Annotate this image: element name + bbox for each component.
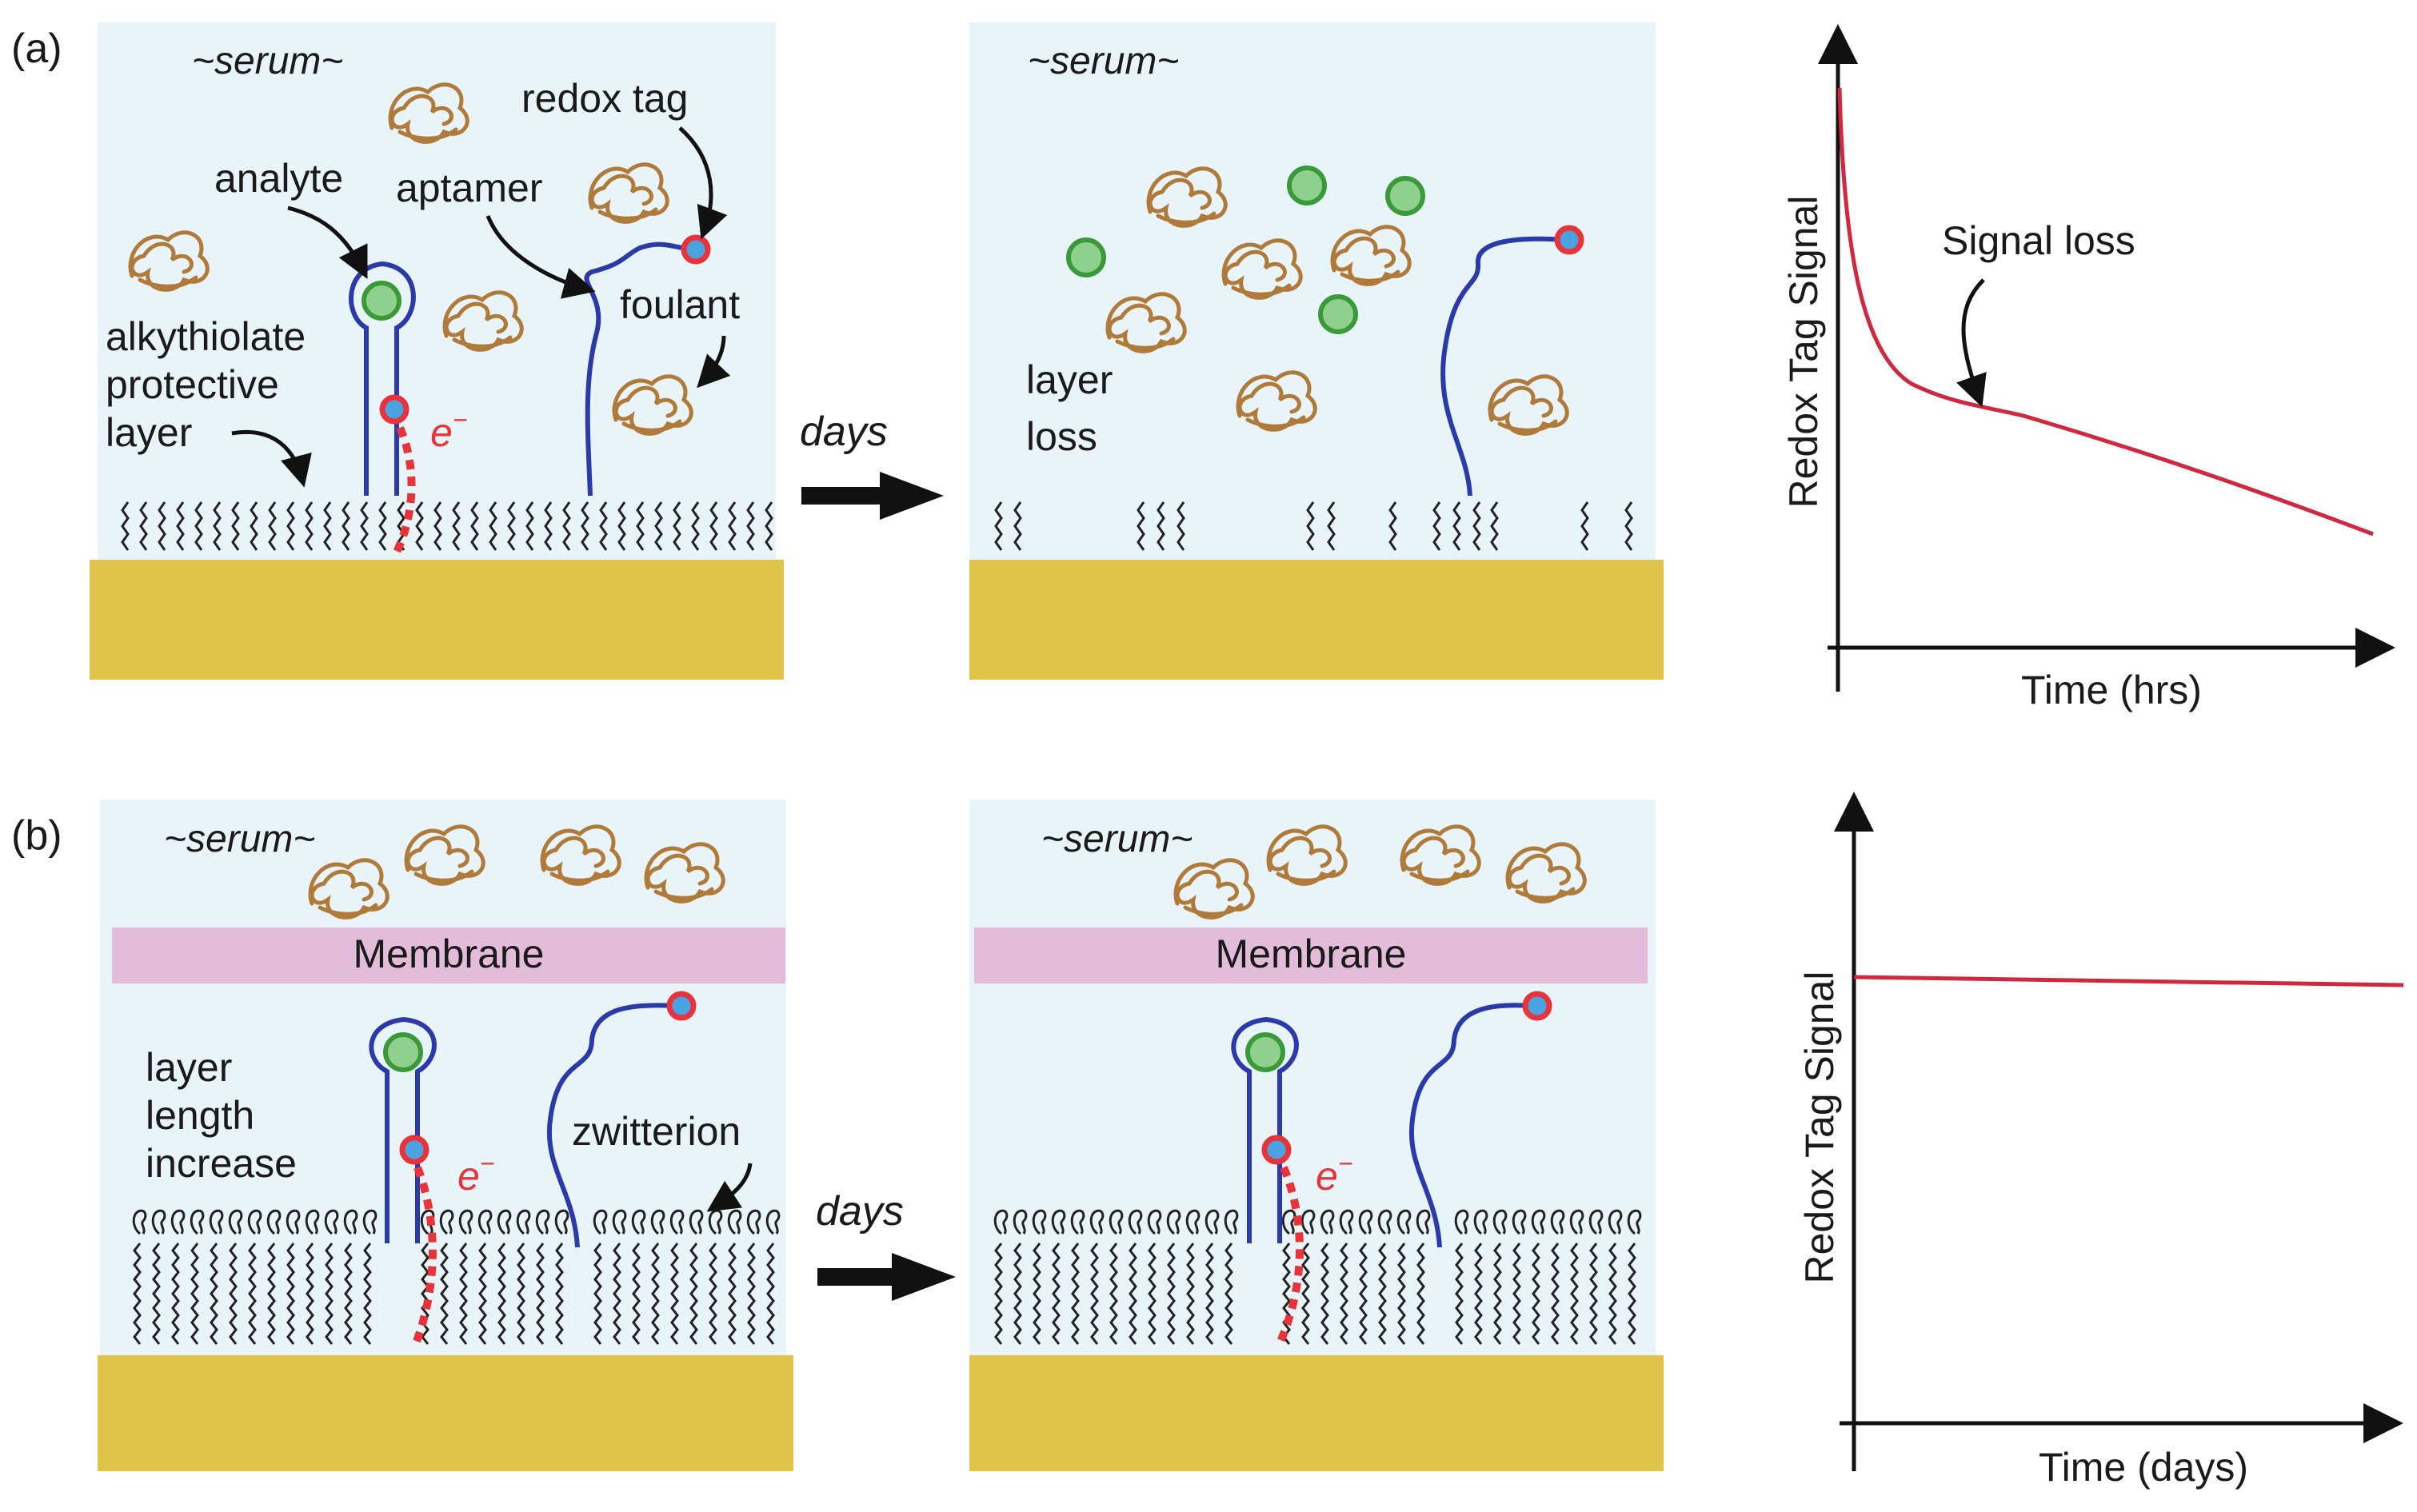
- redox-tag: [1264, 1138, 1288, 1162]
- redox-tag-label: redox tag: [521, 76, 688, 121]
- serum-background: [969, 22, 1656, 566]
- aptamer-strand: [1408, 1003, 1532, 1248]
- redox-tag: [402, 1138, 426, 1162]
- redox-tag: [669, 994, 693, 1018]
- x-axis-label: Time (hrs): [2021, 668, 2202, 712]
- panel-a-signal-plot: Redox Tag Signal Time (hrs) Signal loss: [1781, 24, 2395, 712]
- analyte-molecule: [1248, 1035, 1283, 1070]
- serum-label: ~serum~: [1041, 818, 1193, 860]
- layer-length-line-2: length: [146, 1093, 254, 1138]
- membrane-label: Membrane: [1216, 932, 1407, 976]
- y-axis-label: Redox Tag Signal: [1797, 971, 1842, 1283]
- layer-label-line-2: protective: [106, 362, 279, 407]
- layer-loss-line-1: layer: [1026, 357, 1113, 402]
- panel-a-after-scene: ~serum~ layer loss: [969, 22, 1664, 680]
- analyte-pointer-arrow: [287, 205, 368, 279]
- zwitterion-label: zwitterion: [572, 1109, 741, 1154]
- redox-tag: [382, 397, 406, 421]
- days-label: days: [800, 409, 888, 455]
- aptamer-hairpin: [349, 261, 416, 496]
- panel-a-label: (a): [11, 26, 62, 72]
- aptamer-pointer-arrow: [485, 215, 596, 299]
- membrane-layer: [974, 928, 1648, 983]
- serum-background: [969, 800, 1656, 1359]
- serum-label: ~serum~: [192, 40, 343, 82]
- analyte-molecule: [1320, 297, 1356, 332]
- redox-tag: [684, 237, 708, 261]
- serum-label: ~serum~: [164, 818, 315, 860]
- electron-symbol: e−: [457, 1149, 495, 1199]
- days-arrow-head: [880, 472, 944, 520]
- electron-transfer-path: [412, 1166, 437, 1345]
- analyte-molecule: [1388, 178, 1423, 213]
- x-axis-label: Time (days): [2039, 1445, 2248, 1490]
- panel-b-label: (b): [11, 812, 62, 859]
- aptamer-label: aptamer: [396, 166, 542, 210]
- analyte-molecule: [1069, 240, 1104, 275]
- foulant-pointer-arrow: [697, 335, 731, 389]
- layer-length-line-1: layer: [146, 1045, 232, 1090]
- membrane-label: Membrane: [354, 932, 545, 976]
- gold-electrode: [969, 560, 1664, 680]
- signal-curve: [1853, 975, 2404, 987]
- layer-length-line-3: increase: [146, 1141, 297, 1186]
- aptamer-strand: [546, 1003, 677, 1248]
- signal-curve: [1837, 87, 2374, 537]
- layer-label-line-3: layer: [106, 410, 192, 455]
- aptamer-strand: [1440, 236, 1568, 497]
- days-arrow-head: [892, 1253, 956, 1301]
- redox-tag: [1525, 994, 1549, 1018]
- panel-b-before-scene: Membrane ~serum~ e− layer length increas…: [98, 800, 793, 1471]
- serum-background: [98, 22, 776, 566]
- electron-symbol: e−: [1316, 1149, 1353, 1199]
- layer-pointer-arrow: [231, 429, 312, 488]
- electron-symbol: e−: [430, 405, 468, 455]
- analyte-label: analyte: [214, 156, 343, 201]
- gold-electrode: [969, 1355, 1664, 1471]
- panel-a-before-scene: ~serum~ e− analyte aptamer redox tag fou…: [90, 22, 784, 680]
- aptamer-hairpin: [1231, 1016, 1299, 1243]
- aptamer-hairpin: [369, 1016, 437, 1243]
- signal-loss-label: Signal loss: [1942, 218, 2135, 263]
- gold-electrode: [90, 560, 784, 680]
- signal-loss-pointer-arrow: [1956, 278, 1987, 408]
- zwitterion-pointer-arrow: [706, 1163, 753, 1212]
- y-axis-label: Redox Tag Signal: [1781, 195, 1826, 508]
- panel-b-signal-plot: Redox Tag Signal Time (days): [1797, 792, 2404, 1490]
- redox-tag: [1557, 228, 1581, 252]
- analyte-molecule: [1289, 168, 1324, 203]
- days-label: days: [816, 1188, 904, 1235]
- serum-label: ~serum~: [1028, 40, 1179, 82]
- redox-tag-pointer-arrow: [678, 126, 728, 240]
- analyte-molecule: [364, 283, 399, 318]
- layer-label-line-1: alkythiolate: [106, 314, 306, 359]
- analyte-molecule: [386, 1035, 421, 1070]
- electron-transfer-path: [1276, 1166, 1304, 1346]
- foulant-label: foulant: [620, 282, 740, 327]
- panel-b-after-scene: Membrane ~serum~ e−: [969, 800, 1664, 1471]
- membrane-layer: [112, 928, 785, 983]
- gold-electrode: [98, 1355, 793, 1471]
- layer-loss-line-2: loss: [1026, 414, 1097, 459]
